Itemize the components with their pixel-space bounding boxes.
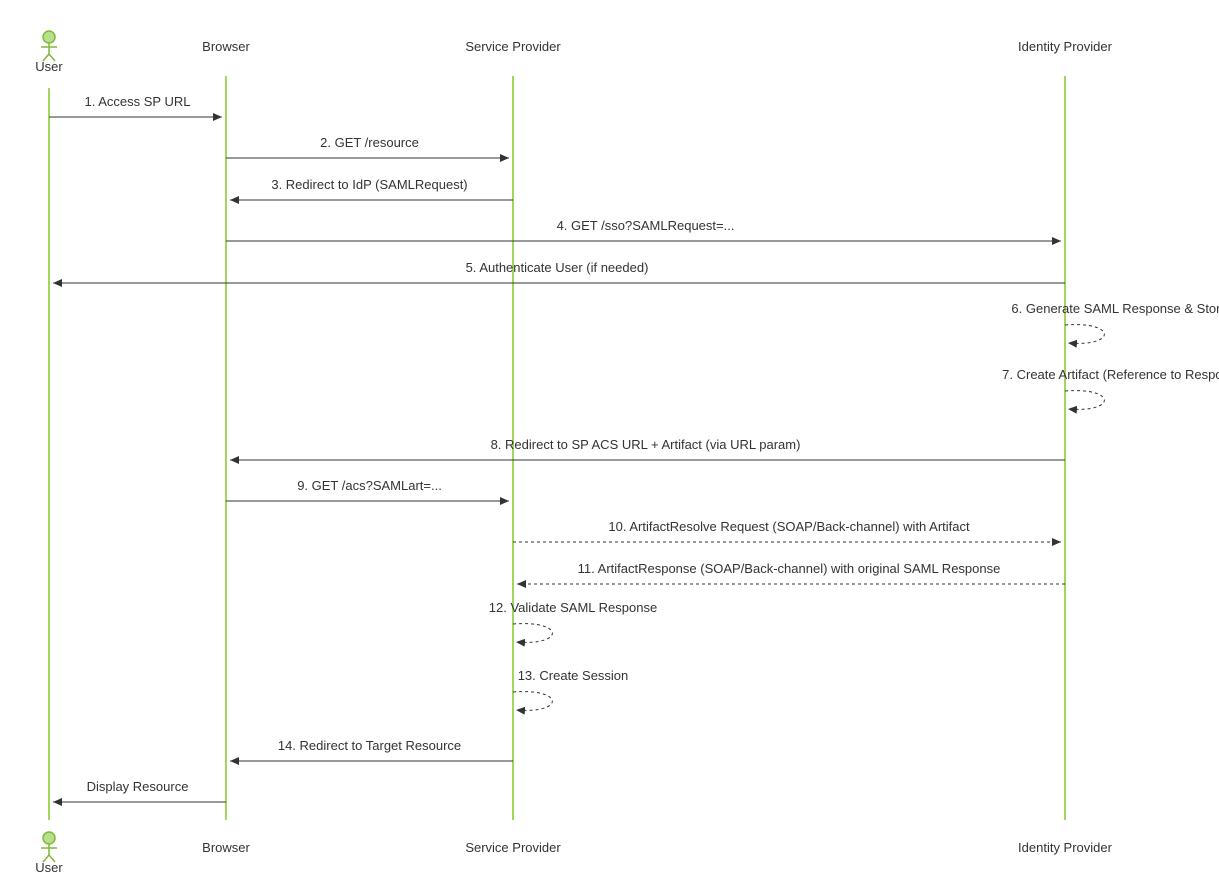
messages: 1. Access SP URL 2. GET /resource 3. Redir… bbox=[49, 94, 1219, 806]
message-3: 3. Redirect to IdP (SAMLRequest) bbox=[230, 177, 513, 204]
message-label: 4. GET /sso?SAMLRequest=... bbox=[557, 218, 735, 233]
message-8: 8. Redirect to SP ACS URL + Artifact (vi… bbox=[230, 437, 1065, 464]
actor-icon-bottom bbox=[41, 831, 57, 863]
participant-label-top-sp: Service Provider bbox=[465, 39, 561, 54]
message-label: 10. ArtifactResolve Request (SOAP/Back-c… bbox=[608, 519, 970, 534]
participant-label-top-user: User bbox=[35, 59, 63, 74]
message-label: 5. Authenticate User (if needed) bbox=[466, 260, 649, 275]
message-2: 2. GET /resource bbox=[226, 135, 509, 162]
message-label: 3. Redirect to IdP (SAMLRequest) bbox=[271, 177, 467, 192]
message-label: 14. Redirect to Target Resource bbox=[278, 738, 461, 753]
message-5: 5. Authenticate User (if needed) bbox=[53, 260, 1065, 287]
message-label: 13. Create Session bbox=[518, 668, 629, 683]
participant-label-top-browser: Browser bbox=[202, 39, 250, 54]
message-15: Display Resource bbox=[53, 779, 226, 806]
message-11: 11. ArtifactResponse (SOAP/Back-channel)… bbox=[517, 561, 1065, 588]
participant-label-bottom-user: User bbox=[35, 860, 63, 875]
message-9: 9. GET /acs?SAMLart=... bbox=[226, 478, 509, 505]
participant-label-bottom-idp: Identity Provider bbox=[1018, 840, 1113, 855]
message-label: 2. GET /resource bbox=[320, 135, 419, 150]
message-6: 6. Generate SAML Response & Store It bbox=[1011, 301, 1219, 348]
self-message-arrow bbox=[1064, 390, 1105, 414]
message-7: 7. Create Artifact (Reference to Respons… bbox=[1002, 367, 1219, 414]
message-12: 12. Validate SAML Response bbox=[489, 600, 657, 647]
message-10: 10. ArtifactResolve Request (SOAP/Back-c… bbox=[513, 519, 1061, 546]
message-4: 4. GET /sso?SAMLRequest=... bbox=[226, 218, 1061, 245]
message-label: 12. Validate SAML Response bbox=[489, 600, 657, 615]
message-label: 1. Access SP URL bbox=[85, 94, 191, 109]
self-message-arrow bbox=[512, 691, 553, 715]
message-13: 13. Create Session bbox=[512, 668, 629, 715]
participant-label-bottom-sp: Service Provider bbox=[465, 840, 561, 855]
message-label: 7. Create Artifact (Reference to Respons… bbox=[1002, 367, 1219, 382]
self-message-arrow bbox=[512, 623, 553, 647]
message-label: 8. Redirect to SP ACS URL + Artifact (vi… bbox=[491, 437, 801, 452]
participant-label-bottom-browser: Browser bbox=[202, 840, 250, 855]
participant-label-top-idp: Identity Provider bbox=[1018, 39, 1113, 54]
message-14: 14. Redirect to Target Resource bbox=[230, 738, 513, 765]
message-label: 6. Generate SAML Response & Store It bbox=[1011, 301, 1219, 316]
actor-icon-top bbox=[41, 30, 57, 62]
message-label: 11. ArtifactResponse (SOAP/Back-channel)… bbox=[578, 561, 1001, 576]
message-1: 1. Access SP URL bbox=[49, 94, 222, 121]
message-label: Display Resource bbox=[87, 779, 189, 794]
self-message-arrow bbox=[1064, 324, 1105, 348]
message-label: 9. GET /acs?SAMLart=... bbox=[297, 478, 442, 493]
